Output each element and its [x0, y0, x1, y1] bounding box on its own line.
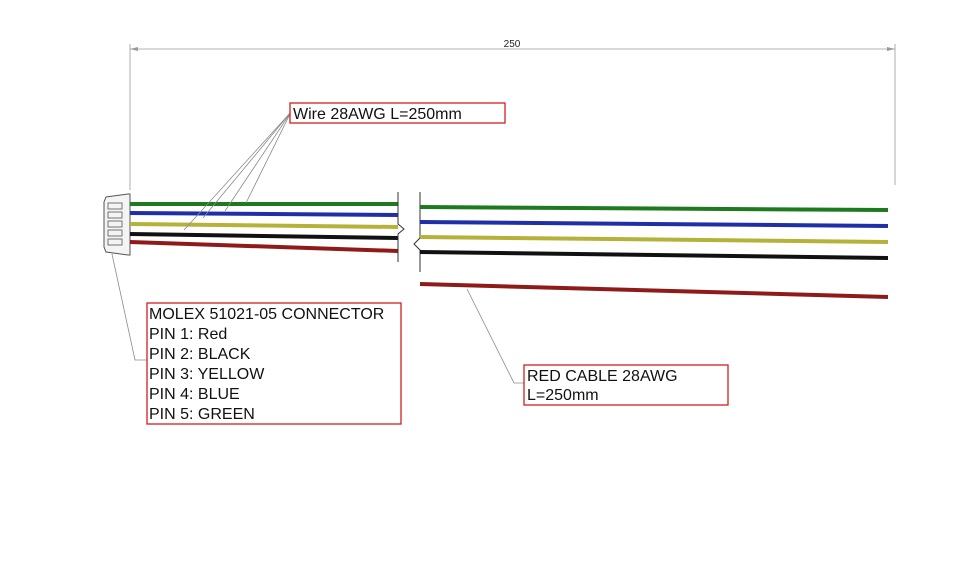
dimension-group: 250: [129, 39, 896, 190]
cable-note-box: [523, 364, 729, 406]
wire-leader-3: [224, 111, 292, 212]
wire-green-right: [419, 205, 889, 212]
break-line-right: [413, 192, 421, 272]
cable-note-leader: [466, 288, 524, 384]
connector-note-line: PIN 2: BLACK: [149, 346, 251, 363]
connector-note-line: PIN 3: YELLOW: [149, 366, 265, 383]
connector-note-line: PIN 5: GREEN: [149, 406, 255, 423]
break-line-left: [397, 192, 405, 262]
connector-pin-slot: [107, 202, 123, 210]
connector-note-line: PIN 4: BLUE: [149, 386, 240, 403]
wire-blue-left: [129, 211, 399, 217]
dimension-arrow-left: [130, 47, 138, 51]
molex-connector: [103, 193, 131, 256]
wire-black-right: [419, 250, 889, 260]
connector-note-line: MOLEX 51021-05 CONNECTOR: [149, 306, 384, 323]
cable-note-line: RED CABLE 28AWG: [527, 368, 678, 385]
connector-pin-slot: [107, 220, 123, 228]
wire-blue-right: [419, 220, 889, 228]
dimension-value: 250: [504, 39, 521, 50]
connector-pin-slot: [107, 211, 123, 219]
connector-note-line: PIN 1: Red: [149, 326, 227, 343]
wire-yellow-left: [129, 222, 399, 229]
dimension-arrow-right: [887, 47, 895, 51]
wires-left: [129, 202, 399, 253]
connector-pin-slot: [107, 238, 123, 246]
wire-red-right: [419, 282, 889, 299]
wire-yellow-right: [419, 235, 889, 244]
wire-note-label: Wire 28AWG L=250mm: [293, 106, 462, 123]
wire-black-left: [129, 232, 399, 240]
connector-note-leader: [111, 253, 147, 361]
wire-leader-4: [245, 111, 292, 204]
break-lines: [397, 192, 421, 272]
wire-leader-1: [183, 111, 292, 231]
wire-red-left: [129, 240, 399, 253]
wire-leader-2: [202, 111, 292, 219]
wire-note-box: [289, 102, 506, 124]
cable-note-line: L=250mm: [527, 387, 599, 404]
connector-pin-slot: [107, 229, 123, 237]
wire-note-leaders: [183, 111, 292, 231]
wires-right: [419, 205, 889, 299]
connector-note-box: [146, 302, 402, 425]
